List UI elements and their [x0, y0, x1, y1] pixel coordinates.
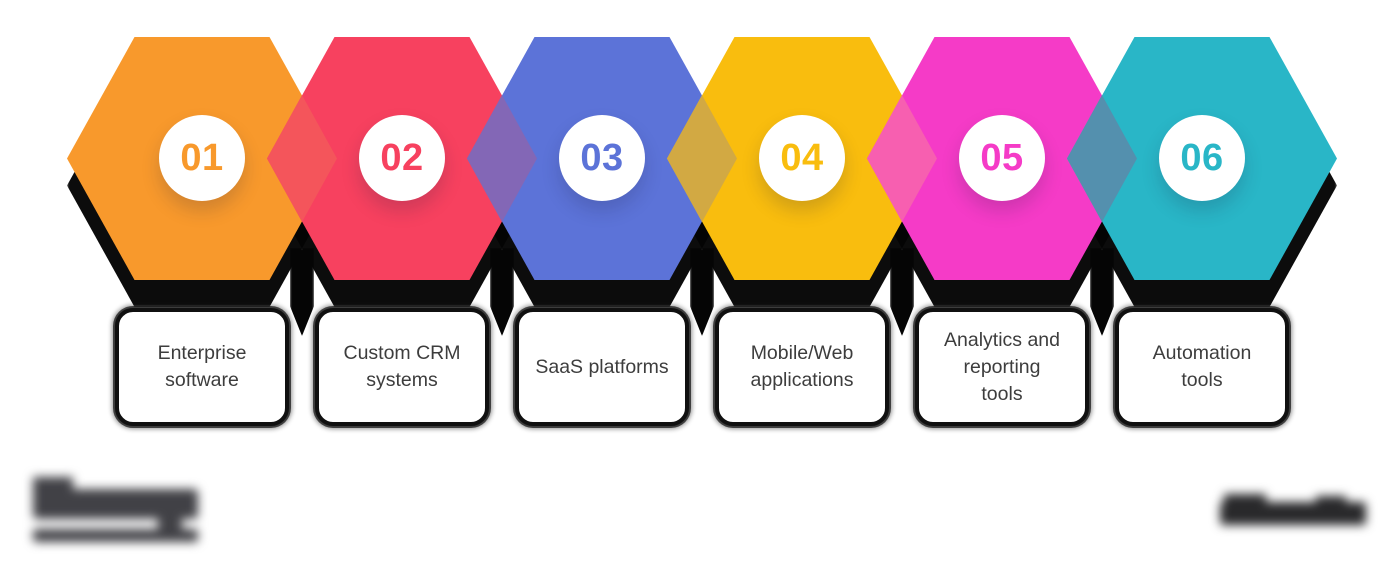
step-card-label-2: Custom CRM systems [343, 342, 461, 391]
step-card-3: SaaS platforms [515, 308, 689, 426]
left-logo-blurred [26, 477, 204, 543]
right-logo-shape [1220, 502, 1366, 525]
step-card-2: Custom CRM systems [315, 308, 489, 426]
junction-wedge [490, 248, 514, 336]
step-number-circle-6: 06 [1159, 115, 1245, 201]
left-logo-shape [33, 489, 198, 519]
step-card-label-1: Enterprise software [157, 342, 247, 391]
step-card-1: Enterprise software [115, 308, 289, 426]
right-logo-shape [1316, 496, 1346, 506]
junction-wedge [890, 248, 914, 336]
step-number-1: 01 [180, 136, 224, 179]
step-number-circle-1: 01 [159, 115, 245, 201]
junction-wedge [1090, 248, 1114, 336]
junction-wedge [690, 248, 714, 336]
step-number-circle-3: 03 [559, 115, 645, 201]
step-number-4: 04 [780, 136, 824, 179]
step-number-circle-4: 04 [759, 115, 845, 201]
step-card-label-6: Automation tools [1152, 342, 1252, 391]
step-number-6: 06 [1180, 136, 1224, 179]
step-number-5: 05 [980, 136, 1024, 179]
right-logo-blurred [1220, 494, 1370, 528]
step-card-label-5: Analytics and reporting tools [944, 328, 1060, 405]
step-card-6: Automation tools [1115, 308, 1289, 426]
step-number-circle-5: 05 [959, 115, 1045, 201]
step-number-circle-2: 02 [359, 115, 445, 201]
step-card-5: Analytics and reporting tools [915, 308, 1089, 426]
step-number-2: 02 [380, 136, 424, 179]
step-number-3: 03 [580, 136, 624, 179]
step-card-4: Mobile/Web applications [715, 308, 889, 426]
step-card-label-4: Mobile/Web applications [750, 342, 854, 391]
left-logo-underline [33, 529, 198, 542]
junction-wedge [290, 248, 314, 336]
step-card-label-3: SaaS platforms [535, 355, 669, 378]
left-logo-shape [158, 517, 182, 530]
